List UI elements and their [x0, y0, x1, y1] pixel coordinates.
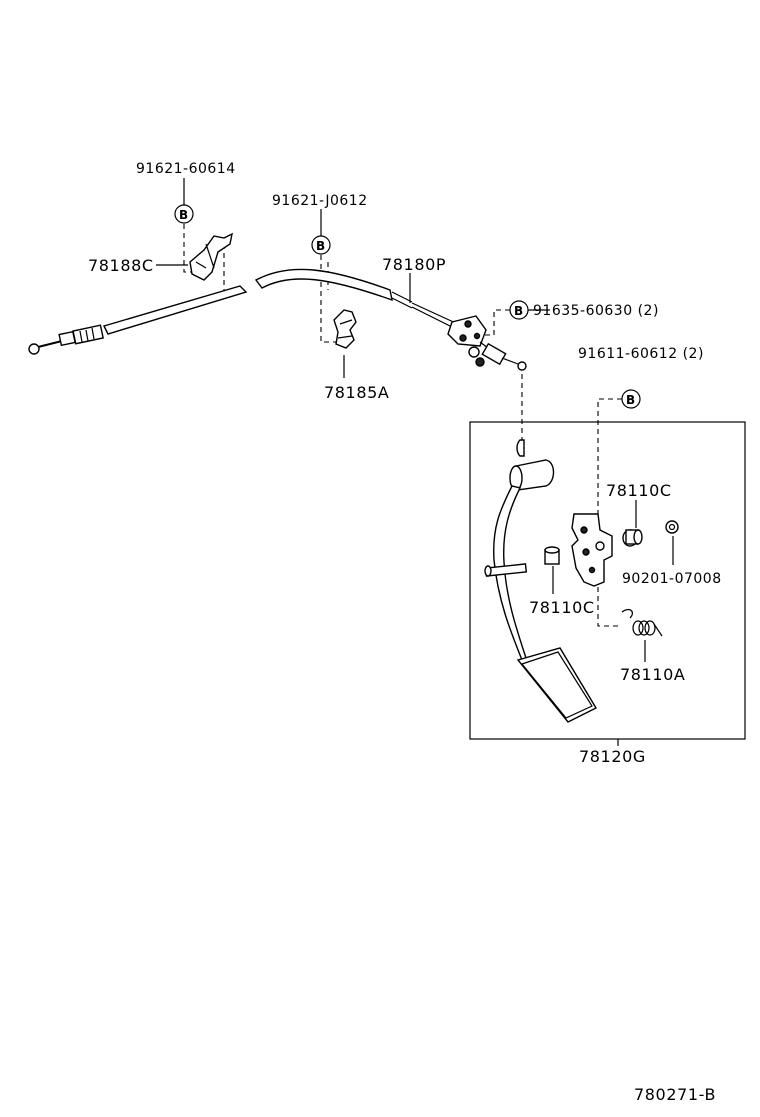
- leader-lines: [156, 178, 674, 746]
- clamp-78185a: [333, 309, 357, 349]
- label-78110C-bottom: 78110C: [529, 598, 595, 617]
- callout-b-right-text: B: [514, 304, 523, 318]
- bushing-lower: [544, 546, 560, 565]
- callout-b-lower-text: B: [626, 393, 635, 407]
- accelerator-cable: [28, 268, 527, 371]
- bushing-upper: [622, 529, 643, 547]
- assembly-box-78120g: [469, 421, 746, 740]
- callout-b-left: B: [174, 204, 194, 224]
- label-78110A: 78110A: [620, 665, 685, 684]
- clamp-78188c: [189, 232, 233, 281]
- dashed-lines: [183, 224, 622, 627]
- figure-id: 780271-B: [634, 1085, 716, 1104]
- label-91621-J0612: 91621-J0612: [272, 193, 368, 209]
- washer-90201: [665, 520, 679, 534]
- callout-b-middle-text: B: [316, 239, 325, 253]
- callout-b-middle: B: [311, 235, 331, 255]
- accelerator-pedal: [484, 439, 597, 723]
- label-78110C-top: 78110C: [606, 481, 672, 500]
- label-78120G: 78120G: [579, 747, 646, 766]
- label-90201-07008: 90201-07008: [622, 571, 722, 587]
- spring-78110a: [621, 608, 663, 637]
- label-91621-60614: 91621-60614: [136, 161, 236, 177]
- label-91611-60612: 91611-60612 (2): [578, 346, 704, 362]
- label-78185A: 78185A: [324, 383, 389, 402]
- callout-b-left-text: B: [179, 208, 188, 222]
- label-78180P: 78180P: [382, 255, 446, 274]
- callout-b-right: B: [509, 300, 529, 320]
- label-78188C: 78188C: [88, 256, 154, 275]
- callout-b-lower: B: [621, 389, 641, 409]
- pedal-bracket: [571, 513, 613, 587]
- label-91635-60630: 91635-60630 (2): [533, 303, 659, 319]
